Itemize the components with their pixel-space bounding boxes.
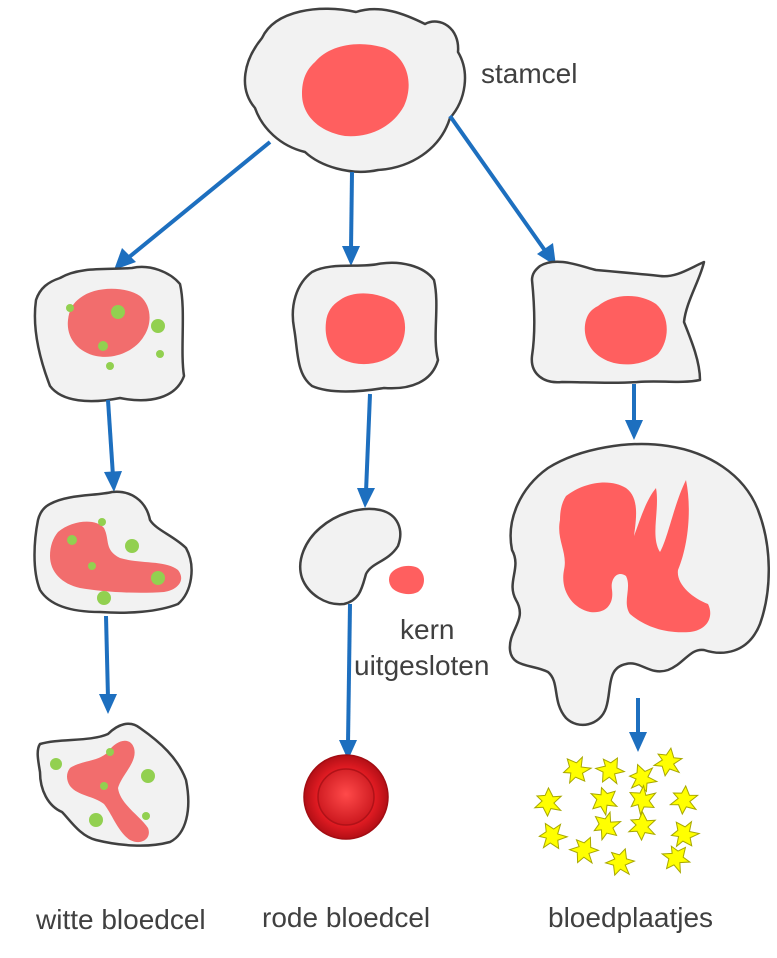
white-blood-cell: [36, 722, 190, 847]
platelets-cluster: [533, 747, 701, 877]
granule: [151, 319, 165, 333]
platelet: [568, 836, 600, 865]
platelet-arrow-2: [629, 698, 647, 752]
granule: [98, 341, 108, 351]
platelet: [660, 845, 692, 875]
ejected-nucleus: [389, 565, 424, 595]
megakaryocyte-nucleus: [559, 480, 711, 633]
white-cell-stage-2-nucleus: [50, 521, 182, 593]
white-cell-stage-1: [33, 265, 186, 403]
platelet: [652, 747, 684, 777]
white-cell-stage-2: [33, 490, 193, 614]
red-arrow-1: [357, 393, 375, 508]
nucleus-ejected-label-line1: kern: [400, 614, 455, 645]
granule: [106, 362, 114, 370]
granule: [106, 748, 114, 756]
red-cell-stage-1: [291, 261, 440, 393]
granule: [141, 769, 155, 783]
granule: [142, 812, 150, 820]
platelet: [628, 763, 659, 793]
platelet: [593, 810, 623, 842]
granule: [88, 562, 96, 570]
granule: [50, 758, 62, 770]
white-arrow-2: [99, 615, 117, 714]
stem-cell-nucleus: [302, 44, 409, 137]
platelet-cell-stage-1: [530, 260, 706, 385]
granule: [98, 518, 106, 526]
megakaryocyte: [508, 442, 770, 727]
platelet: [628, 784, 657, 816]
white-arrow-1: [104, 399, 122, 492]
platelet-cell-stage-1-nucleus: [584, 295, 667, 365]
stem-cell: [243, 7, 467, 174]
red-cell-stage-1-nucleus: [325, 293, 406, 365]
platelets-label: bloedplaatjes: [548, 902, 714, 933]
platelet: [538, 822, 569, 850]
platelet-arrow-1: [625, 384, 643, 440]
platelet: [562, 755, 593, 785]
platelet: [670, 820, 701, 848]
white-blood-cell-nucleus: [67, 740, 149, 843]
platelet: [668, 784, 700, 816]
platelet: [627, 810, 657, 842]
stem-cell-label: stamcel: [481, 58, 578, 89]
granule: [97, 591, 111, 605]
platelet: [594, 756, 626, 785]
granule: [156, 350, 164, 358]
platelet: [533, 786, 563, 818]
red-blood-cell-label: rode bloedcel: [262, 902, 431, 933]
platelet: [604, 847, 636, 877]
granule: [125, 539, 139, 553]
white-blood-cell-label: witte bloedcel: [36, 904, 206, 935]
red-cell-nucleus-ejecting: [299, 507, 424, 606]
granule: [100, 782, 108, 790]
white-cell-stage-1-nucleus: [67, 288, 150, 357]
red-arrow-2: [339, 603, 357, 760]
red-blood-cell: [303, 754, 389, 840]
granule: [67, 535, 77, 545]
platelet: [589, 786, 619, 817]
granule: [89, 813, 103, 827]
granule: [111, 305, 125, 319]
granule: [66, 304, 74, 312]
stem-cell-arrows: [114, 114, 556, 270]
nucleus-ejected-label-line2: uitgesloten: [354, 650, 490, 681]
granule: [151, 571, 165, 585]
